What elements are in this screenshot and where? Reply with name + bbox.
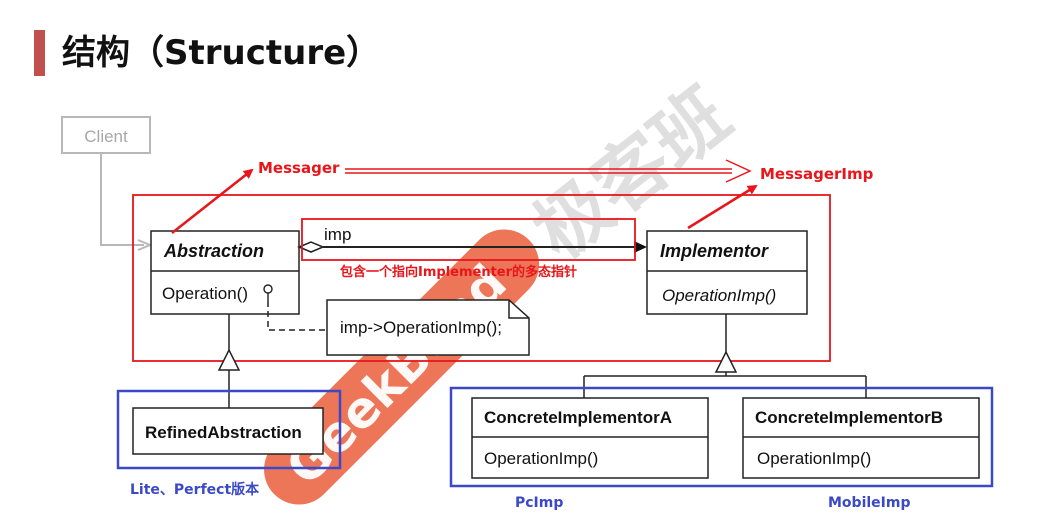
aggregation-association: imp [297,225,647,253]
abstraction-name: Abstraction [163,241,264,261]
implementor-class: Implementor OperationImp() [646,230,808,315]
page-title: 结构（Structure） [62,33,381,73]
messager-imp-arrow [687,184,758,230]
messager-label: Messager [258,159,340,177]
implementor-inheritance [583,314,867,398]
title-accent-bar [34,30,45,76]
client-label: Client [84,127,128,146]
association-label: imp [324,225,351,244]
blue-frame-refined [116,389,342,470]
concrete-a-method: OperationImp() [484,449,598,468]
concrete-implementor-b-class: ConcreteImplementorB OperationImp() [742,397,980,479]
client-class: Client [61,116,151,154]
abstraction-class: Abstraction Operation() [150,230,300,315]
mobile-imp-label: MobileImp [828,495,910,511]
concrete-implementor-a-class: ConcreteImplementorA OperationImp() [471,397,709,479]
note-box: imp->OperationImp(); [326,299,530,356]
pointer-highlight [301,218,636,261]
concrete-b-method: OperationImp() [757,449,871,468]
refined-abstraction-class: RefinedAbstraction [132,407,324,455]
lite-perfect-label: Lite、Perfect版本 [130,481,260,498]
realization-arrow [345,159,752,183]
concrete-b-name: ConcreteImplementorB [755,408,943,427]
refined-name: RefinedAbstraction [145,423,302,442]
implementor-method: OperationImp() [662,286,776,305]
implementor-name: Implementor [660,241,769,261]
red-frame [132,194,831,362]
note-text: imp->OperationImp(); [340,318,502,337]
abstraction-method: Operation() [162,284,248,303]
concrete-a-name: ConcreteImplementorA [484,408,672,427]
blue-frame-concrete [449,386,994,488]
refined-inheritance [217,314,241,408]
pc-imp-label: PcImp [515,495,563,511]
pointer-note: 包含一个指向Implementer的多态指针 [340,264,577,280]
client-connector [100,153,144,246]
messager-arrow [171,168,254,234]
messager-imp-label: MessagerImp [760,165,874,183]
